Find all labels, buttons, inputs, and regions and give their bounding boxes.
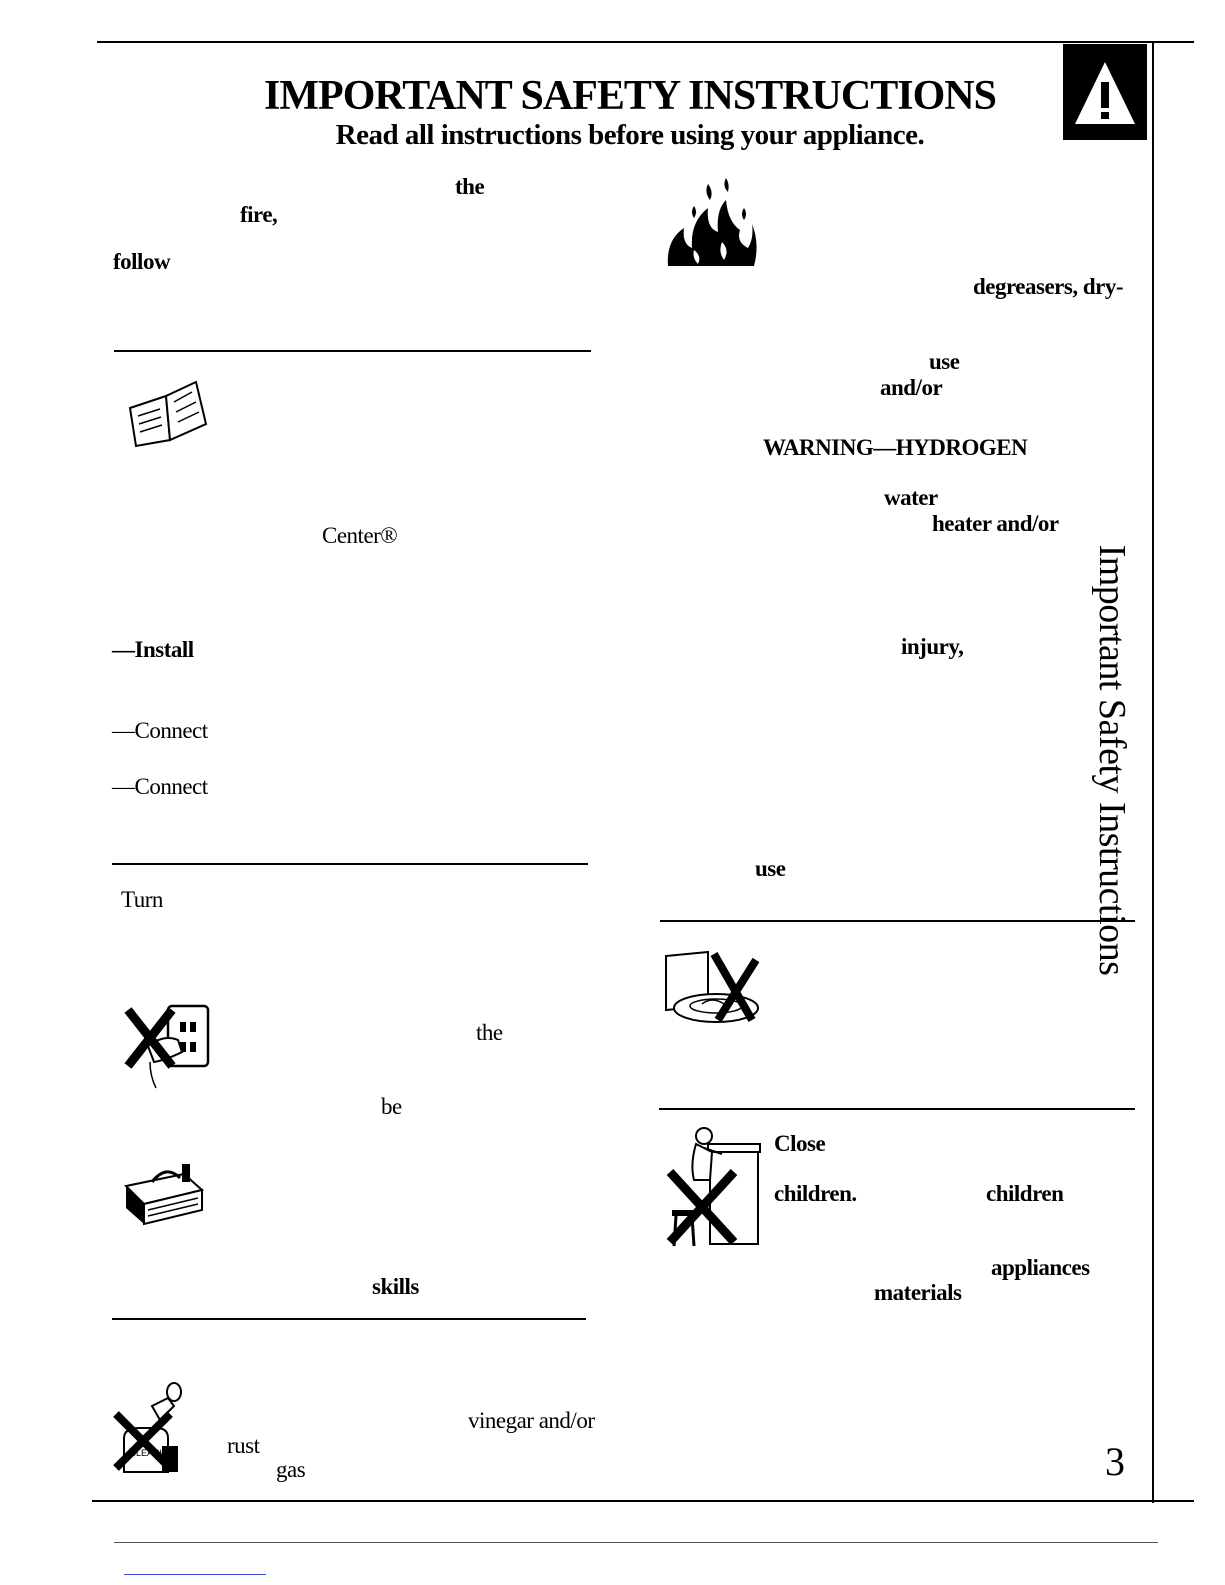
fragment-children-2: children [986,1181,1064,1206]
fragment-appliances: appliances [991,1255,1090,1280]
footer-link-underline [124,1574,266,1575]
fragment-follow: follow [113,249,171,274]
fragment-use-2: use [755,856,786,881]
fragment-materials: materials [874,1280,962,1305]
top-rule [97,41,1194,43]
divider-5 [659,1108,1135,1110]
fragment-vinegar: vinegar and/or [468,1408,595,1433]
no-unplug-icon [120,1000,218,1095]
warning-icon [1063,44,1147,140]
fragment-heater: heater and/or [932,511,1059,536]
divider-2 [112,863,588,865]
side-tab-label: Important Safety Instructions [1091,544,1133,976]
fragment-water: water [884,485,938,510]
page-number: 3 [1105,1439,1125,1484]
page-title: IMPORTANT SAFETY INSTRUCTIONS [264,73,997,119]
fragment-warning-hydrogen: WARNING—HYDROGEN [763,435,1028,460]
fragment-degreasers: degreasers, dry- [973,274,1123,299]
fragment-close: Close [774,1131,826,1156]
fragment-gas: gas [276,1457,306,1482]
fragment-fire: fire, [240,202,278,227]
divider-3 [112,1318,586,1320]
no-child-icon [664,1124,768,1255]
fragment-rust: rust [227,1433,260,1458]
divider-1 [114,350,591,352]
fragment-center: Center® [322,523,398,548]
fragment-connect-2: —Connect [112,774,208,799]
fragment-the-1: the [455,174,485,199]
fragment-turn: Turn [121,887,163,912]
page-subtitle: Read all instructions before using your … [335,119,925,151]
fragment-install: —Install [112,637,194,662]
fragment-children-1: children. [774,1181,857,1206]
bottom-rule [92,1500,1194,1502]
no-tub-icon [662,950,774,1031]
manual-book-icon [126,378,208,453]
toolbox-icon [122,1160,206,1231]
fragment-injury: injury, [901,634,964,659]
footer-rule [114,1542,1158,1543]
fire-icon [664,178,760,275]
fragment-use-1: use [929,349,960,374]
divider-4 [660,920,1135,922]
fragment-skills: skills [372,1274,419,1299]
fragment-the-2: the [476,1020,503,1045]
svg-text:BLEACH: BLEACH [130,1448,166,1458]
fragment-and-or: and/or [880,375,943,400]
right-border [1152,41,1154,1503]
fragment-be: be [381,1094,402,1119]
fragment-connect-1: —Connect [112,718,208,743]
no-chemicals-icon: BLEACH [110,1376,190,1481]
